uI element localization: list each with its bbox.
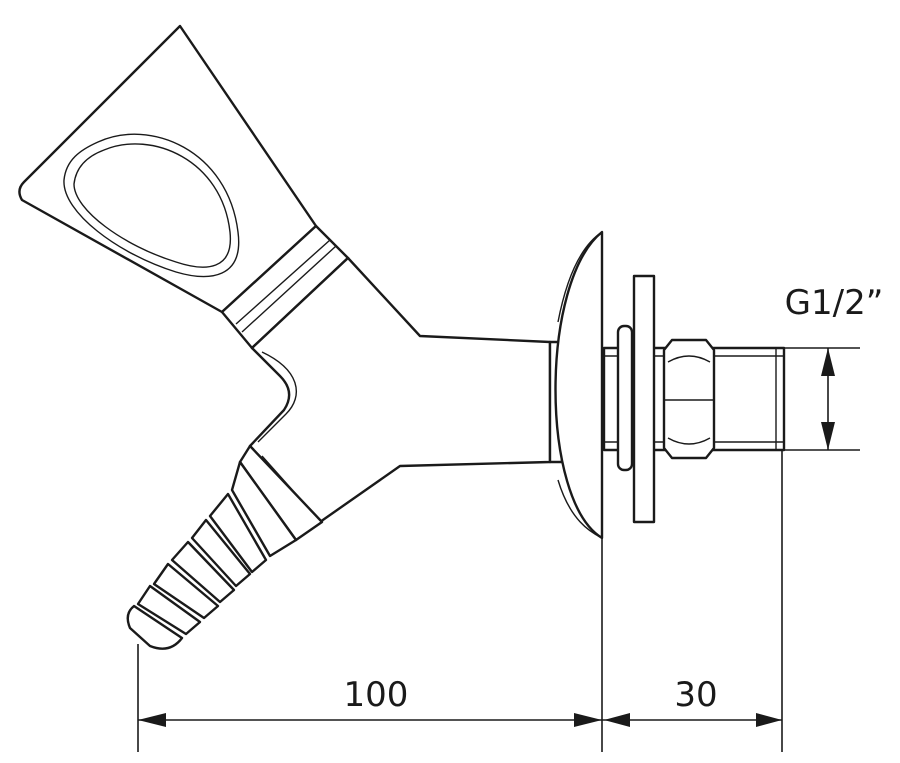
hex-nut	[662, 338, 716, 460]
spring-washer	[616, 324, 634, 472]
dimension-length-main: 100	[138, 675, 602, 727]
dimension-label-30: 30	[674, 675, 717, 715]
valve-handle	[18, 24, 318, 314]
flat-washer	[632, 274, 656, 524]
dimension-label-100: 100	[344, 675, 409, 715]
dimension-length-thread: 30	[602, 675, 782, 727]
extension-lines	[137, 347, 860, 752]
wall-rosette	[548, 230, 604, 540]
thread-size-label: G1/2”	[785, 283, 884, 323]
hose-nozzle	[126, 444, 324, 650]
dimension-thread-size: G1/2”	[785, 283, 884, 450]
